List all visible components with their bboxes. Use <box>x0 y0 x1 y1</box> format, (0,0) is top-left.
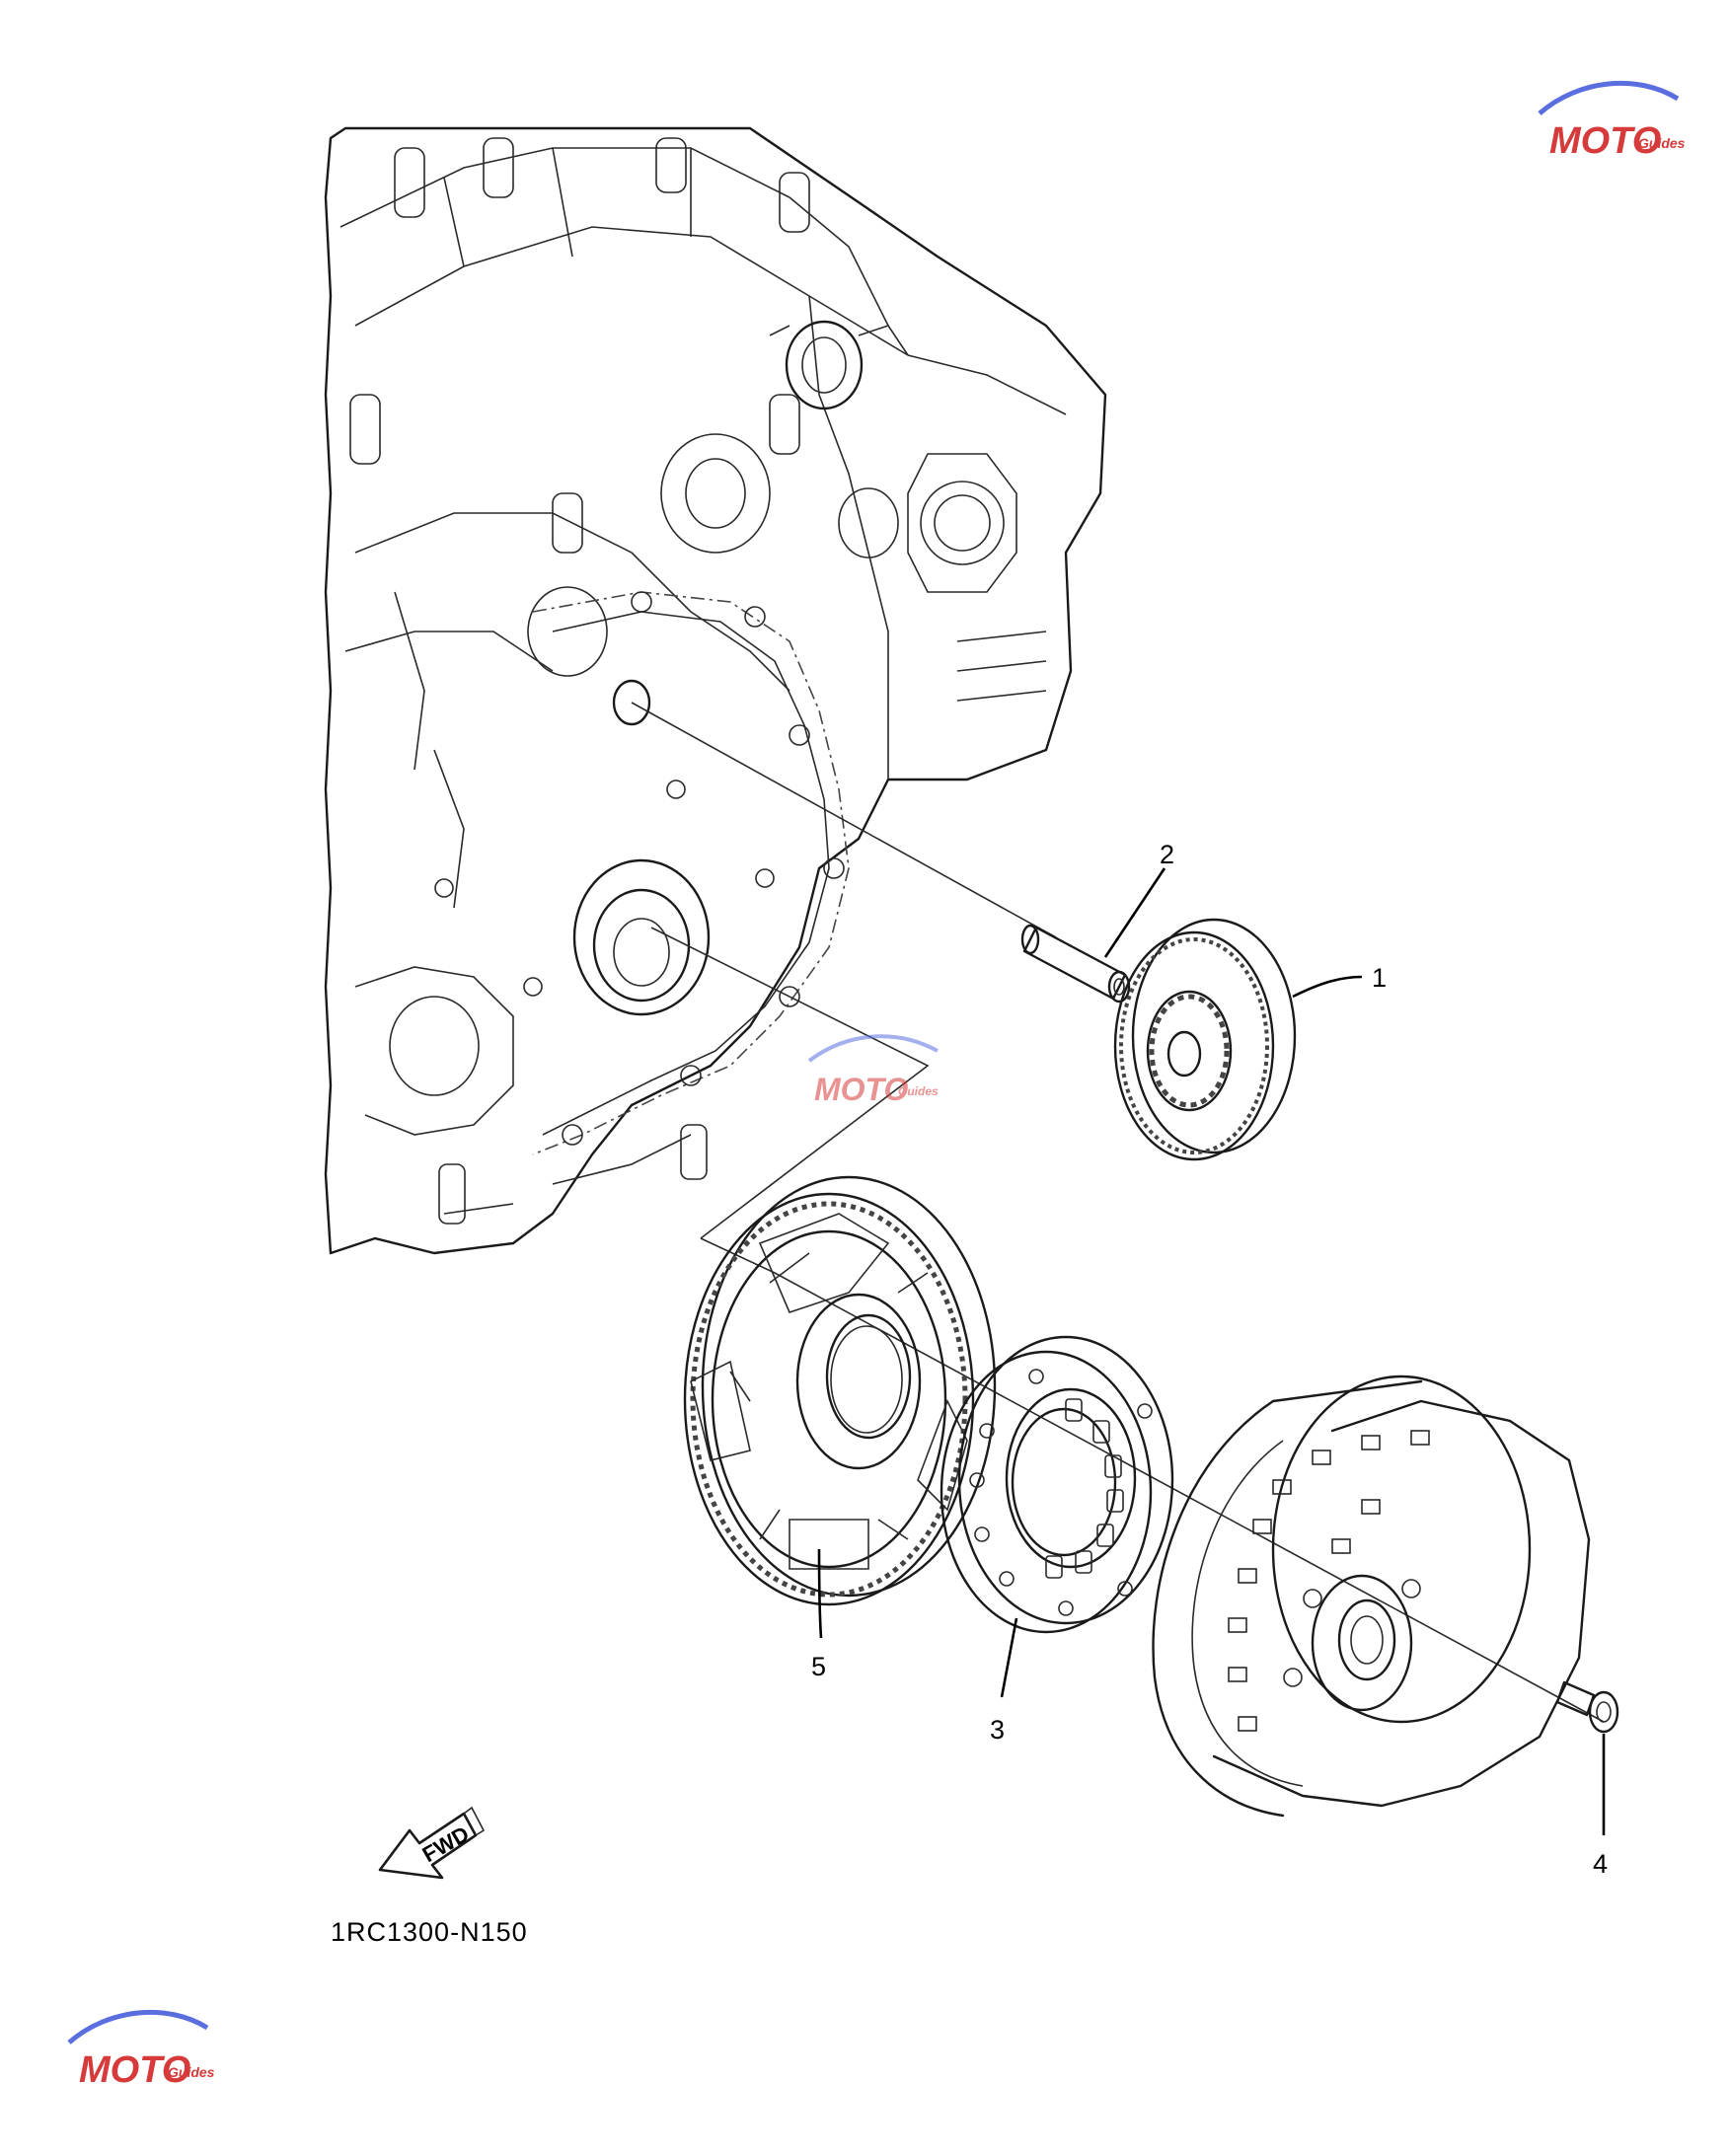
svg-text:MOTO: MOTO <box>79 2049 190 2091</box>
callout-1: 1 <box>1372 963 1387 993</box>
part-starter-wheel-gear <box>683 1175 997 1606</box>
callout-2: 2 <box>1160 840 1174 869</box>
rotor-magnet-windows <box>1228 1430 1430 1732</box>
svg-text:Guides: Guides <box>168 2064 215 2080</box>
svg-text:Guides: Guides <box>898 1084 939 1098</box>
part-bolt <box>1555 1680 1619 1734</box>
callout-4: 4 <box>1593 1849 1608 1879</box>
fwd-label: FWD <box>418 1821 474 1868</box>
callout-5: 5 <box>811 1652 826 1681</box>
callout-3: 3 <box>990 1715 1005 1745</box>
diagram-code: 1RC1300-N150 <box>331 1917 528 1947</box>
forward-arrow-icon: FWD <box>378 1806 486 1880</box>
svg-text:Guides: Guides <box>1638 135 1686 151</box>
clutch-rollers <box>1045 1398 1124 1579</box>
part-generator-rotor <box>1152 1375 1591 1818</box>
svg-text:MOTO: MOTO <box>814 1072 909 1107</box>
assembly-center-lines <box>631 702 1605 1723</box>
part-shaft <box>1020 924 1131 1004</box>
clutch-bolt-holes <box>969 1369 1153 1616</box>
engine-crankcase <box>324 126 1107 1255</box>
svg-text:MOTO: MOTO <box>1549 120 1661 162</box>
watermark-logo-top: MOTO Guides <box>1538 80 1686 162</box>
part-idle-gear <box>1113 918 1297 1161</box>
watermark-logo-bottom: MOTO Guides <box>67 2009 215 2091</box>
watermark-logo-center: MOTO Guides <box>807 1034 939 1107</box>
part-one-way-clutch <box>940 1335 1174 1634</box>
leader-lines <box>817 867 1606 1835</box>
